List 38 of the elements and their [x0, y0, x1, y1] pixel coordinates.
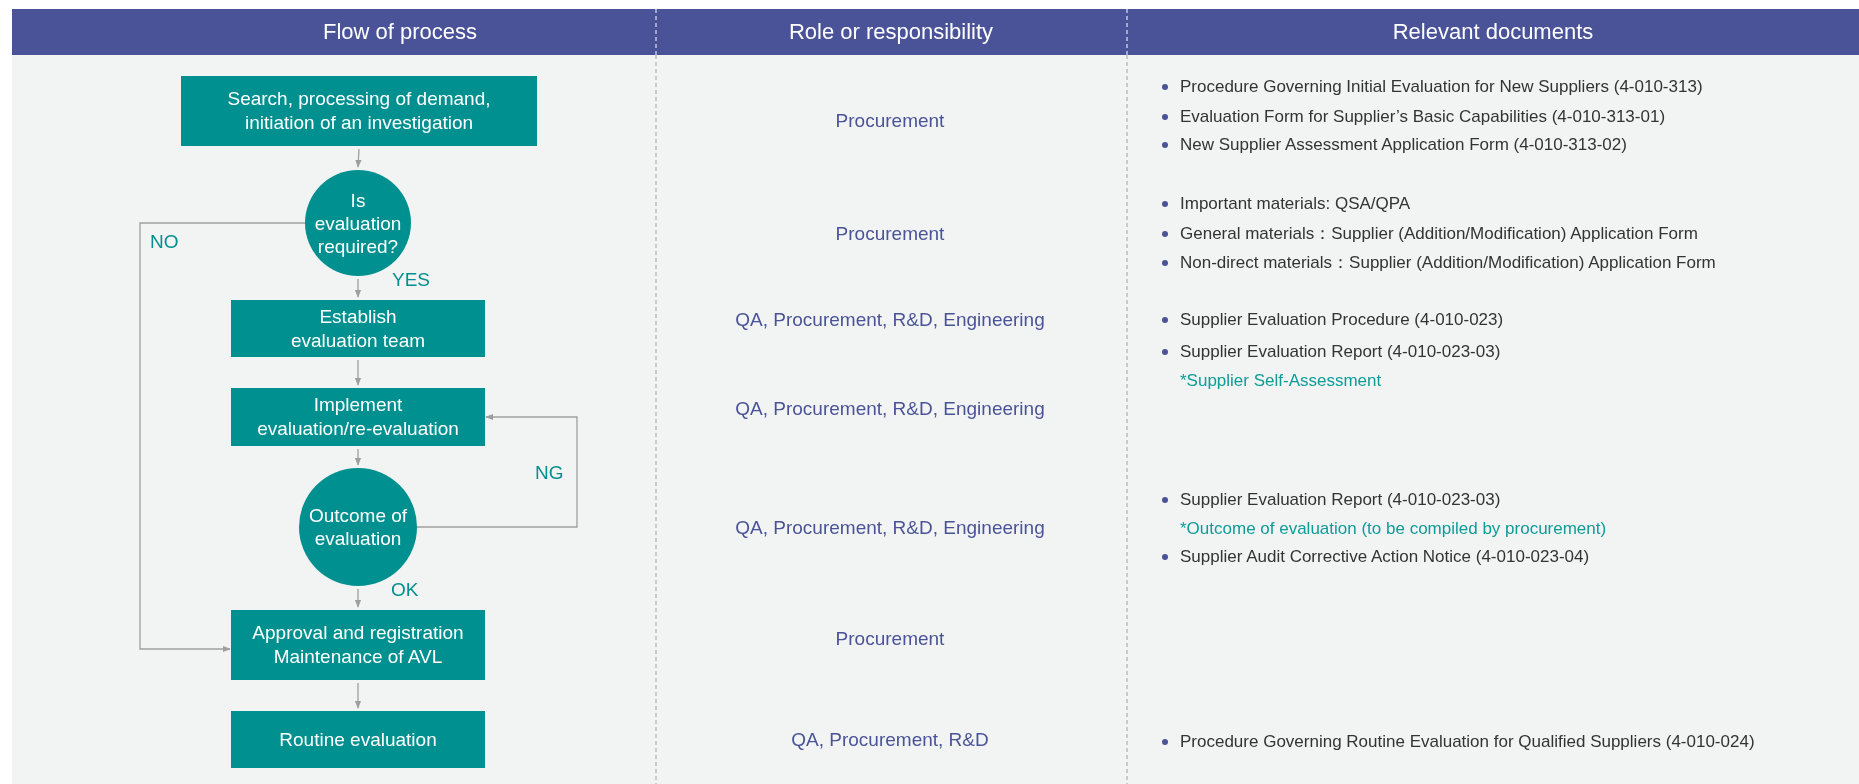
- arrow: [354, 448, 362, 466]
- role-text: Procurement: [835, 109, 945, 133]
- note-text: *Supplier Self-Assessment: [1180, 370, 1382, 392]
- document-text: Procedure Governing Initial Evaluation for New Suppliers (4-010-313): [1180, 76, 1703, 98]
- role-text: Procurement: [835, 627, 945, 651]
- arrow: [355, 148, 362, 168]
- column-header: Relevant documents: [1392, 18, 1594, 46]
- document-text: Procedure Governing Routine Evaluation for Qualified Suppliers (4-010-024): [1180, 731, 1755, 753]
- document-text: Non-direct materials：Supplier (Addition/Modification) Application Form: [1180, 252, 1716, 274]
- arrow: [139, 222, 306, 653]
- edge-label: NG: [535, 461, 564, 485]
- process-box: Implement evaluation/re-evaluation: [231, 388, 485, 446]
- document-text: Supplier Evaluation Procedure (4-010-023): [1180, 309, 1504, 331]
- role-text: Procurement: [835, 222, 945, 246]
- arrow: [354, 359, 362, 386]
- column-header: Flow of process: [322, 18, 478, 46]
- role-text: QA, Procurement, R&D: [791, 728, 989, 752]
- note-text: *Outcome of evaluation (to be compiled by procurement): [1180, 518, 1607, 540]
- arrow: [354, 278, 362, 298]
- arrow: [354, 682, 362, 709]
- role-text: QA, Procurement, R&D, Engineering: [735, 516, 1045, 540]
- document-text: Supplier Evaluation Report (4-010-023-03): [1180, 341, 1501, 363]
- document-text: Important materials: QSA/QPA: [1180, 193, 1411, 215]
- document-text: Supplier Audit Corrective Action Notice (4-010-023-04): [1180, 546, 1590, 568]
- role-text: QA, Procurement, R&D, Engineering: [735, 397, 1045, 421]
- document-text: General materials：Supplier (Addition/Modification) Application Form: [1180, 223, 1698, 245]
- column-header: Role or responsibility: [788, 18, 994, 46]
- edge-label: NO: [150, 230, 179, 254]
- process-box: Routine evaluation: [231, 711, 485, 768]
- process-box: Approval and registration Maintenance of AVL: [231, 610, 485, 680]
- arrow: [416, 413, 578, 528]
- arrow: [354, 588, 362, 608]
- document-text: Supplier Evaluation Report (4-010-023-03): [1180, 489, 1501, 511]
- role-text: QA, Procurement, R&D, Engineering: [735, 308, 1045, 332]
- process-box: Search, processing of demand, initiation of an investigation: [181, 76, 537, 146]
- document-text: Evaluation Form for Supplier’s Basic Capabilities (4-010-313-01): [1180, 106, 1666, 128]
- document-text: New Supplier Assessment Application Form (4-010-313-02): [1180, 134, 1627, 156]
- process-box: Establish evaluation team: [231, 300, 485, 357]
